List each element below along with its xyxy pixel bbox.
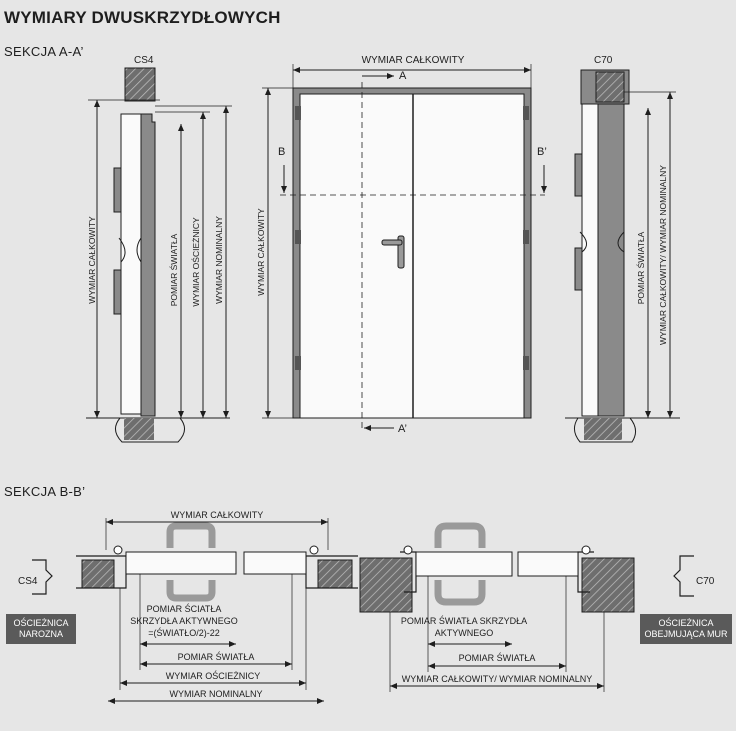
bb-right-dim-total-label: WYMIAR CAŁKOWITY/ WYMIAR NOMINALNY [402, 674, 593, 684]
right-dim-total-nominal-label: WYMIAR CAŁKOWITY/ WYMIAR NOMINALNY [658, 165, 668, 345]
door-handle-lever [381, 239, 403, 246]
hinge-upper [113, 167, 122, 213]
bb-dim-nominal-label: WYMIAR NOMINALNY [169, 689, 262, 699]
hinge-right-bottom [523, 356, 529, 370]
right-profile-label: C70 [594, 55, 613, 66]
wall-section [597, 103, 625, 417]
left-badge-line1: OŚCIEŻNICA [13, 618, 69, 628]
section-bb-label: SEKCJA B-B’ [4, 484, 86, 499]
right-badge-line1: OŚCIEŻNICA [658, 618, 714, 628]
section-aa-label: SEKCJA A-A’ [4, 44, 84, 59]
floor-block [124, 418, 154, 440]
passive-leaf [243, 551, 307, 575]
right-dim-light-label: POMIAR ŚWIATŁA [635, 231, 646, 304]
handle-top [166, 522, 216, 548]
wall-light-line1: POMIAR ŚCIATŁA [147, 603, 222, 614]
wall-left [81, 559, 115, 589]
left-dim-total-label: WYMIAR CAŁKOWITY [87, 216, 97, 304]
elevation-dim-vertical-label: WYMIAR CAŁKOWITY [256, 208, 266, 296]
hinge-lower [113, 269, 122, 315]
bb-right-dim-light-label: POMIAR ŚWIATŁA [459, 652, 536, 663]
hinge-upper [574, 153, 583, 197]
bb-dim-frame-label: WYMIAR OŚCIEŻNICY [166, 670, 261, 681]
hinge-lower [574, 247, 583, 291]
bb-dim-light-label: POMIAR ŚWIATŁA [178, 651, 255, 662]
break-mark [118, 237, 142, 263]
wall-top-block [124, 67, 156, 102]
right-section-c70: C70 POMIAR ŚWIATŁA WYMIAR CAŁKOWITY/ WYM… [565, 55, 680, 443]
right-frame-badge: OŚCIEŻNICA OBEJMUJĄCA MUR [640, 614, 732, 644]
active-leaf [415, 551, 513, 577]
c70-profile-icon [673, 555, 694, 597]
hinge-pin [113, 545, 123, 555]
cs4-profile-icon [32, 559, 53, 595]
marker-b2: B’ [537, 146, 547, 158]
hinge-left-bottom [295, 356, 301, 370]
door-opening [299, 93, 525, 419]
door-leaf-section [120, 113, 142, 415]
left-frame-badge: OŚCIEŻNICA NAROZNA [6, 614, 76, 644]
handle-bottom [434, 580, 486, 606]
elevation-dim-total-label: WYMIAR CAŁKOWITY [362, 55, 465, 66]
hinge-left-mid [295, 230, 301, 244]
wall-light-formula: =(ŚWIATŁO/2)-22 [148, 627, 220, 638]
wall-left [359, 557, 413, 613]
marker-a2: A’ [398, 423, 407, 435]
page-title: WYMIARY DWUSKRZYDŁOWYCH [4, 8, 281, 27]
marker-a: A [399, 70, 407, 82]
hinge-pin [309, 545, 319, 555]
wall-top-block [595, 71, 625, 103]
wall-right [581, 557, 635, 613]
section-bb-left: CS4 WYMIAR CAŁKOWITY POMIAR ŚCIATŁA SKRZ… [18, 510, 358, 704]
floor-block [584, 418, 622, 440]
left-dim-light-label: POMIAR ŚWIATŁA [168, 233, 179, 306]
left-profile-label: CS4 [134, 55, 154, 66]
hinge-right-top [523, 106, 529, 120]
bb-dim-total-label: WYMIAR CAŁKOWITY [171, 510, 264, 520]
handle-bottom [166, 580, 216, 602]
left-dim-nominal-label: WYMIAR NOMINALNY [214, 216, 224, 304]
left-dim-frame-label: WYMIAR OŚCIEŻNICY [190, 217, 201, 307]
bb-right-profile-label: C70 [696, 576, 715, 587]
hinge-pin [581, 545, 591, 555]
bb-left-profile-label: CS4 [18, 576, 38, 587]
wall-light-line2: SKRZYDŁA AKTYWNEGO [130, 616, 238, 626]
hinge-right-mid [523, 230, 529, 244]
break-mark [579, 231, 625, 253]
handle-top [434, 522, 486, 548]
right-light-line1: POMIAR ŚWIATŁA SKRZYDŁA [401, 615, 527, 626]
section-bb-right: POMIAR ŚWIATŁA SKRZYDŁA AKTYWNEGO POMIAR… [359, 522, 715, 692]
passive-leaf [517, 551, 579, 577]
left-section-cs4: CS4 WYMIAR CAŁKOWITY POMIAR ŚWIATŁA WYMI… [86, 55, 232, 443]
hinge-pin [403, 545, 413, 555]
floor-line [86, 417, 230, 443]
right-badge-line2: OBEJMUJĄCA MUR [644, 629, 728, 639]
marker-b: B [278, 146, 285, 158]
hinge-left-top [295, 106, 301, 120]
right-light-line2: AKTYWNEGO [435, 628, 494, 638]
floor-line [565, 417, 680, 443]
door-elevation: WYMIAR CAŁKOWITY A B B’ A’ WYMIAR CAŁKOW… [256, 55, 547, 435]
door-leaf-section [581, 103, 599, 417]
left-badge-line2: NAROZNA [18, 629, 63, 639]
wall-right [317, 559, 353, 589]
active-leaf [125, 551, 237, 575]
